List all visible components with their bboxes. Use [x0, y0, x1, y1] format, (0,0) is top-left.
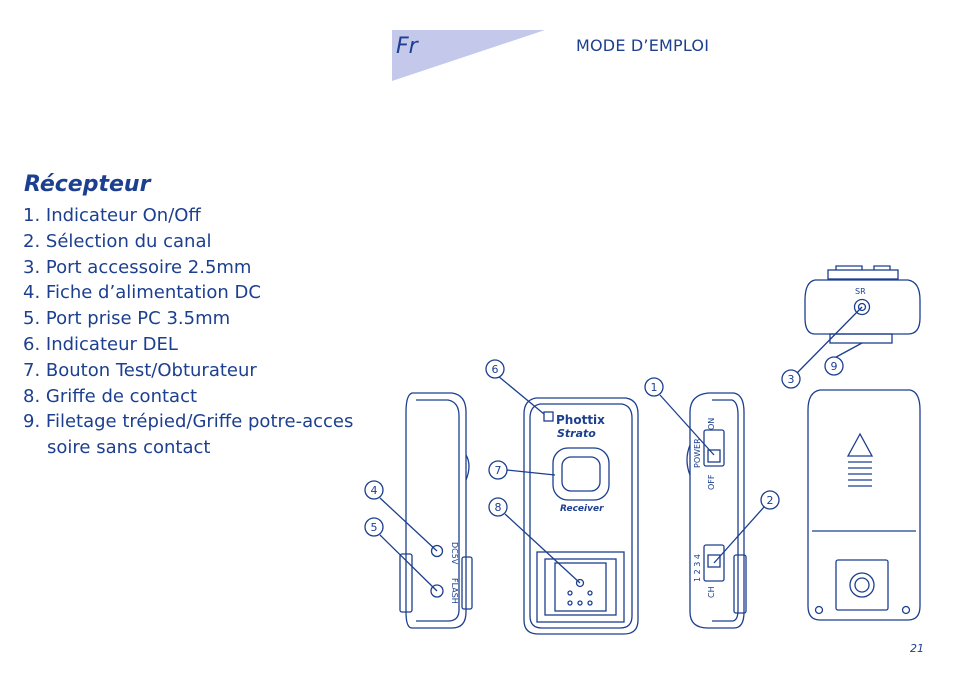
callout-lines — [379, 306, 863, 592]
channel-numbers: 1 2 3 4 — [693, 554, 702, 582]
sr-label: SR — [855, 287, 866, 296]
power-switch — [703, 429, 725, 467]
parts-list-item-continuation: soire sans contact — [47, 437, 211, 459]
test-button — [552, 447, 610, 501]
brand-logo: Phottix — [556, 413, 605, 427]
channel-switch — [703, 544, 725, 582]
manual-title: MODE D’EMPLOI — [576, 36, 710, 55]
ch-label: CH — [707, 586, 716, 598]
dc5v-label: DC5V — [450, 542, 459, 565]
section-title: Récepteur — [24, 172, 151, 197]
parts-list-item: 3. Port accessoire 2.5mm — [23, 256, 252, 278]
callout-4: 4 — [371, 484, 378, 497]
parts-list-item: 1. Indicateur On/Off — [23, 205, 201, 226]
language-label: Fr — [396, 34, 418, 59]
off-label: OFF — [707, 474, 716, 490]
on-label: ON — [707, 418, 716, 430]
receiver-side-view-left: DC5V FLASH — [399, 392, 473, 629]
receiver-label: Receiver — [560, 504, 604, 514]
parts-list-item: 6. Indicateur DEL — [23, 333, 178, 355]
receiver-side-view-right: POWER ON OFF 1 2 3 4 CH — [686, 392, 747, 629]
accessory-port — [853, 298, 871, 316]
callout-markers: 1 2 3 4 5 6 7 8 9 — [364, 356, 844, 537]
callout-1: 1 — [651, 381, 658, 394]
callout-3: 3 — [788, 373, 795, 386]
parts-list-item: 7. Bouton Test/Obturateur — [23, 359, 257, 381]
parts-list-item: 2. Sélection du canal — [23, 230, 212, 252]
callout-7: 7 — [495, 464, 502, 477]
callout-2: 2 — [767, 494, 774, 507]
receiver-back-view — [807, 389, 921, 621]
parts-list: 1. Indicateur On/Off 2. Sélection du can… — [23, 203, 363, 461]
receiver-front-view: Phottix Strato Receiver — [523, 397, 639, 635]
receiver-top-view: SR — [804, 265, 921, 344]
callout-6: 6 — [492, 363, 499, 376]
parts-list-item: 8. Griffe de contact — [23, 385, 198, 407]
callout-9: 9 — [831, 360, 838, 373]
parts-list-item: 9. Filetage trépied/Griffe potre-acces s… — [23, 409, 363, 461]
parts-list-item: 5. Port prise PC 3.5mm — [23, 308, 231, 330]
page-number: 21 — [910, 642, 924, 655]
tripod-thread — [849, 572, 875, 598]
parts-list-item-line: 9. Filetage trépied/Griffe potre-acces — [23, 411, 354, 433]
language-tab — [392, 30, 545, 81]
power-label: POWER — [693, 438, 702, 468]
parts-list-item: 4. Fiche d’alimentation DC — [23, 282, 261, 304]
hot-shoe — [536, 551, 625, 623]
model-logo: Strato — [557, 427, 596, 440]
callout-8: 8 — [495, 501, 502, 514]
led-indicator — [543, 411, 554, 422]
flash-label: FLASH — [450, 578, 459, 604]
callout-5: 5 — [371, 521, 378, 534]
